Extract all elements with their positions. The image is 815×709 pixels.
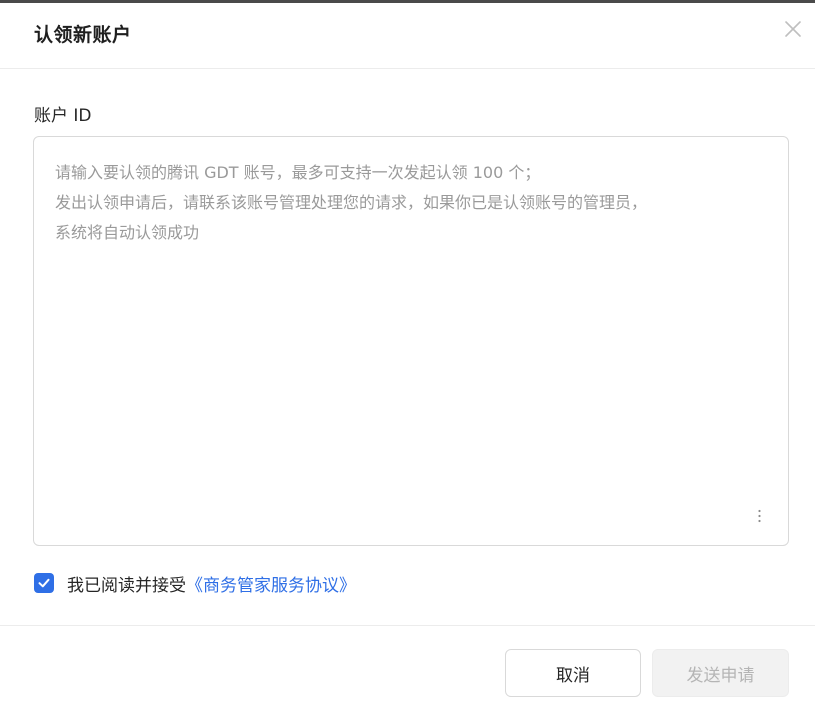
- dialog-header: 认领新账户: [0, 3, 815, 69]
- footer-divider: [0, 625, 815, 626]
- service-agreement-link[interactable]: 《商务管家服务协议》: [186, 575, 356, 596]
- account-id-textarea[interactable]: [34, 137, 788, 545]
- dialog-title: 认领新账户: [34, 24, 132, 46]
- close-icon: [785, 21, 801, 37]
- account-id-label: 账户 ID: [34, 106, 92, 126]
- account-id-textarea-wrapper: [33, 136, 789, 546]
- agreement-checkbox[interactable]: [34, 573, 54, 593]
- send-request-button[interactable]: 发送申请: [652, 649, 789, 697]
- close-button[interactable]: [783, 19, 803, 39]
- agreement-row: 我已阅读并接受 《商务管家服务协议》: [34, 571, 356, 596]
- cancel-button[interactable]: 取消: [505, 649, 641, 697]
- check-icon: [38, 578, 50, 588]
- resize-handle-icon[interactable]: [758, 509, 761, 523]
- agreement-text: 我已阅读并接受: [67, 575, 186, 596]
